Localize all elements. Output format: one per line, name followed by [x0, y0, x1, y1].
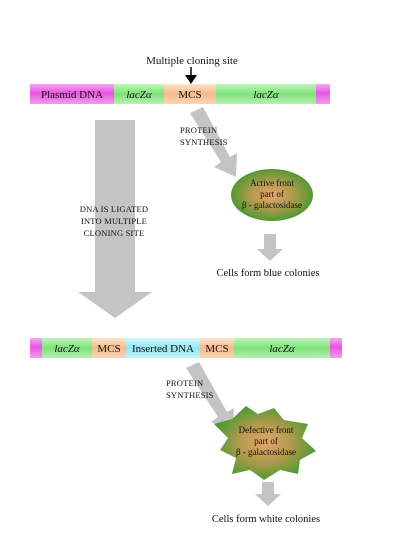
defective-protein-label: Defective front part of β - galactosidas…: [236, 425, 296, 457]
protein-synthesis-1-line-1: PROTEIN: [180, 125, 217, 135]
lacz-left-segment: [114, 84, 164, 104]
lacz-right-segment: [216, 84, 316, 104]
ligation-arrow: [78, 120, 152, 318]
mcs-segment: [164, 84, 216, 104]
defective-protein-line-2: part of: [254, 436, 278, 446]
active-protein-line-2: part of: [260, 189, 284, 199]
protein-synthesis-2-line-1: PROTEIN: [166, 378, 203, 388]
bottom-lacz-left-segment: [42, 338, 92, 358]
multiple-cloning-site-label: Multiple cloning site: [146, 55, 238, 67]
plasmid-dna-segment: [30, 84, 114, 104]
plasmid-bar-top: Plasmid DNA lacZα MCS lacZα: [30, 84, 330, 104]
lacz-right-label: lacZα: [253, 89, 279, 101]
ligation-label-line-1: DNA IS LIGATED: [80, 204, 148, 214]
inserted-dna-label: Inserted DNA: [132, 343, 194, 355]
bottom-mcs-right-segment: [200, 338, 234, 358]
protein-synthesis-arrow-1: [190, 107, 237, 177]
bottom-lacz-right-label: lacZα: [269, 343, 295, 355]
mcs-label: MCS: [178, 89, 201, 101]
bottom-mcs-left-segment: [92, 338, 126, 358]
protein-synthesis-arrow-2: [186, 362, 234, 432]
ligation-label-line-3: CLONING SITE: [84, 228, 145, 238]
protein-synthesis-label-2: PROTEIN SYNTHESIS: [166, 378, 214, 400]
active-protein-line-1: Active front: [250, 178, 294, 188]
plasmid-end-segment: [316, 84, 330, 104]
mcs-pointer-arrow: [185, 67, 197, 84]
small-down-arrow-1: [257, 234, 283, 261]
bottom-lacz-left-label: lacZα: [54, 343, 80, 355]
plasmid-bar-bottom: lacZα MCS Inserted DNA MCS lacZα: [30, 338, 342, 358]
lacz-left-label: lacZα: [126, 89, 152, 101]
protein-synthesis-1-line-2: SYNTHESIS: [180, 137, 228, 147]
bottom-mcs-right-label: MCS: [205, 343, 228, 355]
blue-colonies-caption: Cells form blue colonies: [217, 268, 320, 279]
small-down-arrow-2: [255, 482, 281, 506]
active-protein-line-3: β - galactosidase: [242, 200, 302, 210]
inserted-dna-segment: [126, 338, 200, 358]
bottom-plasmid-end-right: [330, 338, 342, 358]
defective-protein-line-3: β - galactosidase: [236, 447, 296, 457]
defective-protein-line-1: Defective front: [239, 425, 294, 435]
active-protein-label: Active front part of β - galactosidase: [242, 178, 302, 210]
white-colonies-caption: Cells form white colonies: [212, 514, 320, 525]
active-protein-blob: [231, 169, 313, 221]
bottom-mcs-left-label: MCS: [97, 343, 120, 355]
defective-protein-blob: [214, 406, 316, 480]
bottom-plasmid-end-left: [30, 338, 42, 358]
ligation-label: DNA IS LIGATED INTO MULTIPLE CLONING SIT…: [80, 204, 148, 238]
plasmid-dna-label: Plasmid DNA: [41, 89, 103, 101]
protein-synthesis-2-line-2: SYNTHESIS: [166, 390, 214, 400]
protein-synthesis-label-1: PROTEIN SYNTHESIS: [180, 125, 228, 147]
bottom-lacz-right-segment: [234, 338, 330, 358]
ligation-label-line-2: INTO MULTIPLE: [81, 216, 147, 226]
